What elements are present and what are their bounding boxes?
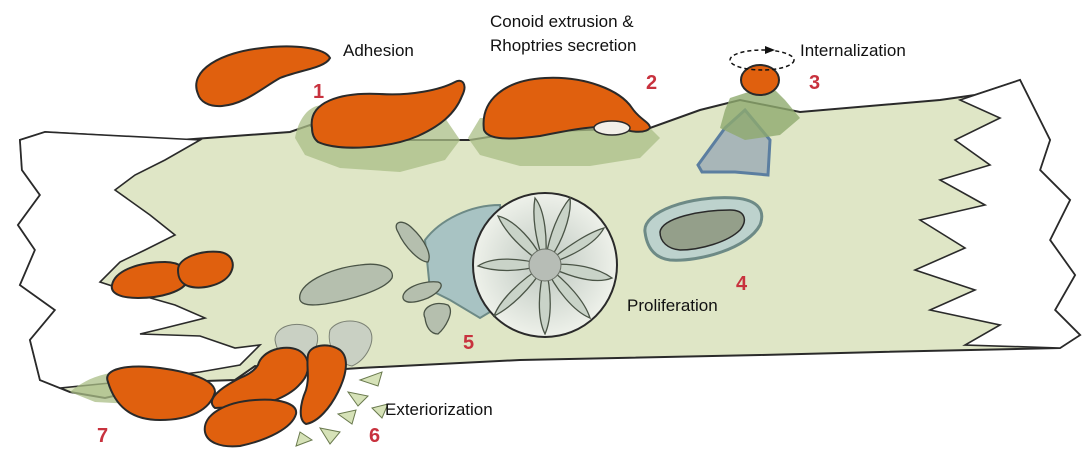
label-conoid-rhoptries: Conoid extrusion & Rhoptries secretion	[490, 12, 636, 57]
rotation-arrowhead-icon	[765, 46, 775, 54]
stage-number-1: 1	[313, 82, 324, 102]
fragment	[320, 428, 340, 444]
label-proliferation: Proliferation	[627, 296, 718, 316]
label-internalization: Internalization	[800, 41, 906, 61]
fragment	[338, 410, 356, 424]
label-conoid-line-1: Conoid extrusion &	[490, 12, 636, 32]
parasite-free	[196, 46, 330, 106]
rhoptry-vesicle	[594, 121, 630, 135]
stage-number-4: 4	[736, 274, 747, 294]
label-adhesion: Adhesion	[343, 41, 414, 61]
stage-number-6: 6	[369, 426, 380, 446]
parasite-exiting-2	[301, 345, 346, 424]
fragment	[360, 372, 382, 386]
label-conoid-line-2: Rhoptries secretion	[490, 36, 636, 56]
stage-number-3: 3	[809, 73, 820, 93]
fragment	[348, 392, 368, 406]
stage-number-5: 5	[463, 333, 474, 353]
residual-body	[529, 249, 561, 281]
label-exteriorization: Exteriorization	[385, 400, 493, 420]
stage-number-2: 2	[646, 73, 657, 93]
stage-number-7: 7	[97, 426, 108, 446]
fragment	[296, 432, 312, 446]
